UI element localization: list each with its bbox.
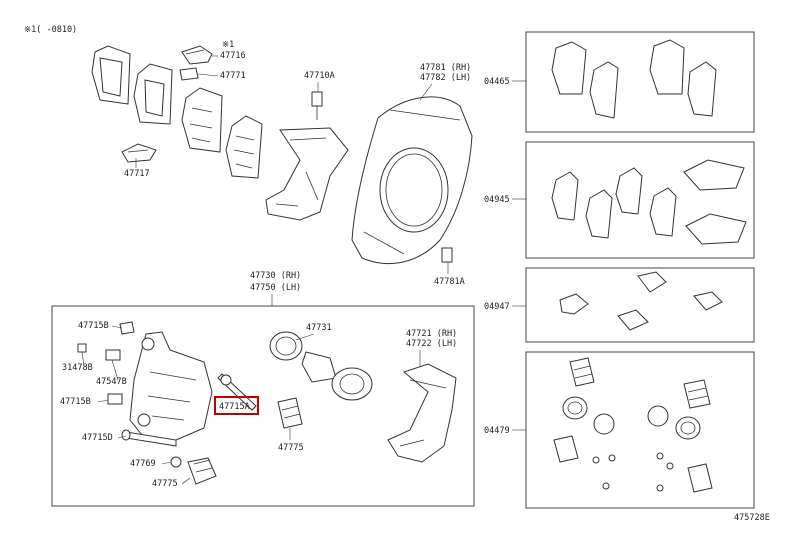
kit-04945-shims — [551, 159, 747, 245]
label-47547B: 47547B — [96, 377, 127, 387]
label-47722-lh: 47722 (LH) — [406, 339, 457, 349]
bleeder-plugs — [77, 321, 135, 405]
slide-pins — [121, 373, 257, 447]
kit-04465-pads — [551, 39, 717, 119]
label-47710A: 47710A — [304, 71, 335, 81]
label-31478B: 31478B — [62, 363, 93, 373]
label-47730-rh: 47730 (RH) — [250, 271, 301, 281]
footer-code: 475728E — [734, 513, 770, 523]
label-47715A[interactable]: 47715A — [219, 402, 250, 412]
clip-47771 — [179, 67, 199, 81]
label-47781A: 47781A — [434, 277, 465, 287]
label-47775: 47775 — [278, 443, 304, 453]
label-04947: 04947 — [484, 302, 510, 312]
caliper-support-47721 — [387, 363, 457, 463]
label-47782-lh: 47782 (LH) — [420, 73, 471, 83]
brake-pad-set-left — [91, 45, 263, 179]
piston-seal-set — [269, 331, 373, 401]
label-47731: 47731 — [306, 323, 332, 333]
label-47716-note: ※1 — [222, 40, 234, 50]
label-47771: 47771 — [220, 71, 246, 81]
label-47715B-mid: 47715B — [60, 397, 91, 407]
anti-rattle-clip-47717 — [121, 143, 157, 163]
label-04945: 04945 — [484, 195, 510, 205]
shim-clip-47716 — [181, 45, 213, 65]
kit-04479-seals — [553, 357, 713, 493]
label-47721-rh: 47721 (RH) — [406, 329, 457, 339]
label-47769: 47769 — [130, 459, 156, 469]
disc-dust-cover — [351, 96, 473, 265]
caliper-mounting-47710A — [265, 91, 349, 221]
pin-boots — [170, 397, 303, 485]
label-47781-rh: 47781 (RH) — [420, 63, 471, 73]
highlight-47715A[interactable] — [214, 396, 259, 415]
label-47775-bottom: 47775 — [152, 479, 178, 489]
caliper-body — [129, 331, 213, 441]
kit-box-04465 — [525, 31, 755, 133]
kit-04947-clips — [559, 271, 723, 331]
label-47750-lh: 47750 (LH) — [250, 283, 301, 293]
label-47717: 47717 — [124, 169, 150, 179]
label-04479: 04479 — [484, 426, 510, 436]
kit-box-04947 — [525, 267, 755, 343]
caliper-assembly-box — [51, 305, 475, 507]
kit-box-04945 — [525, 141, 755, 259]
label-04465: 04465 — [484, 77, 510, 87]
label-47715D: 47715D — [82, 433, 113, 443]
kit-box-04479 — [525, 351, 755, 509]
header-note: ※1( -0810) — [24, 25, 77, 35]
label-47716: 47716 — [220, 51, 246, 61]
label-47715B-top: 47715B — [78, 321, 109, 331]
